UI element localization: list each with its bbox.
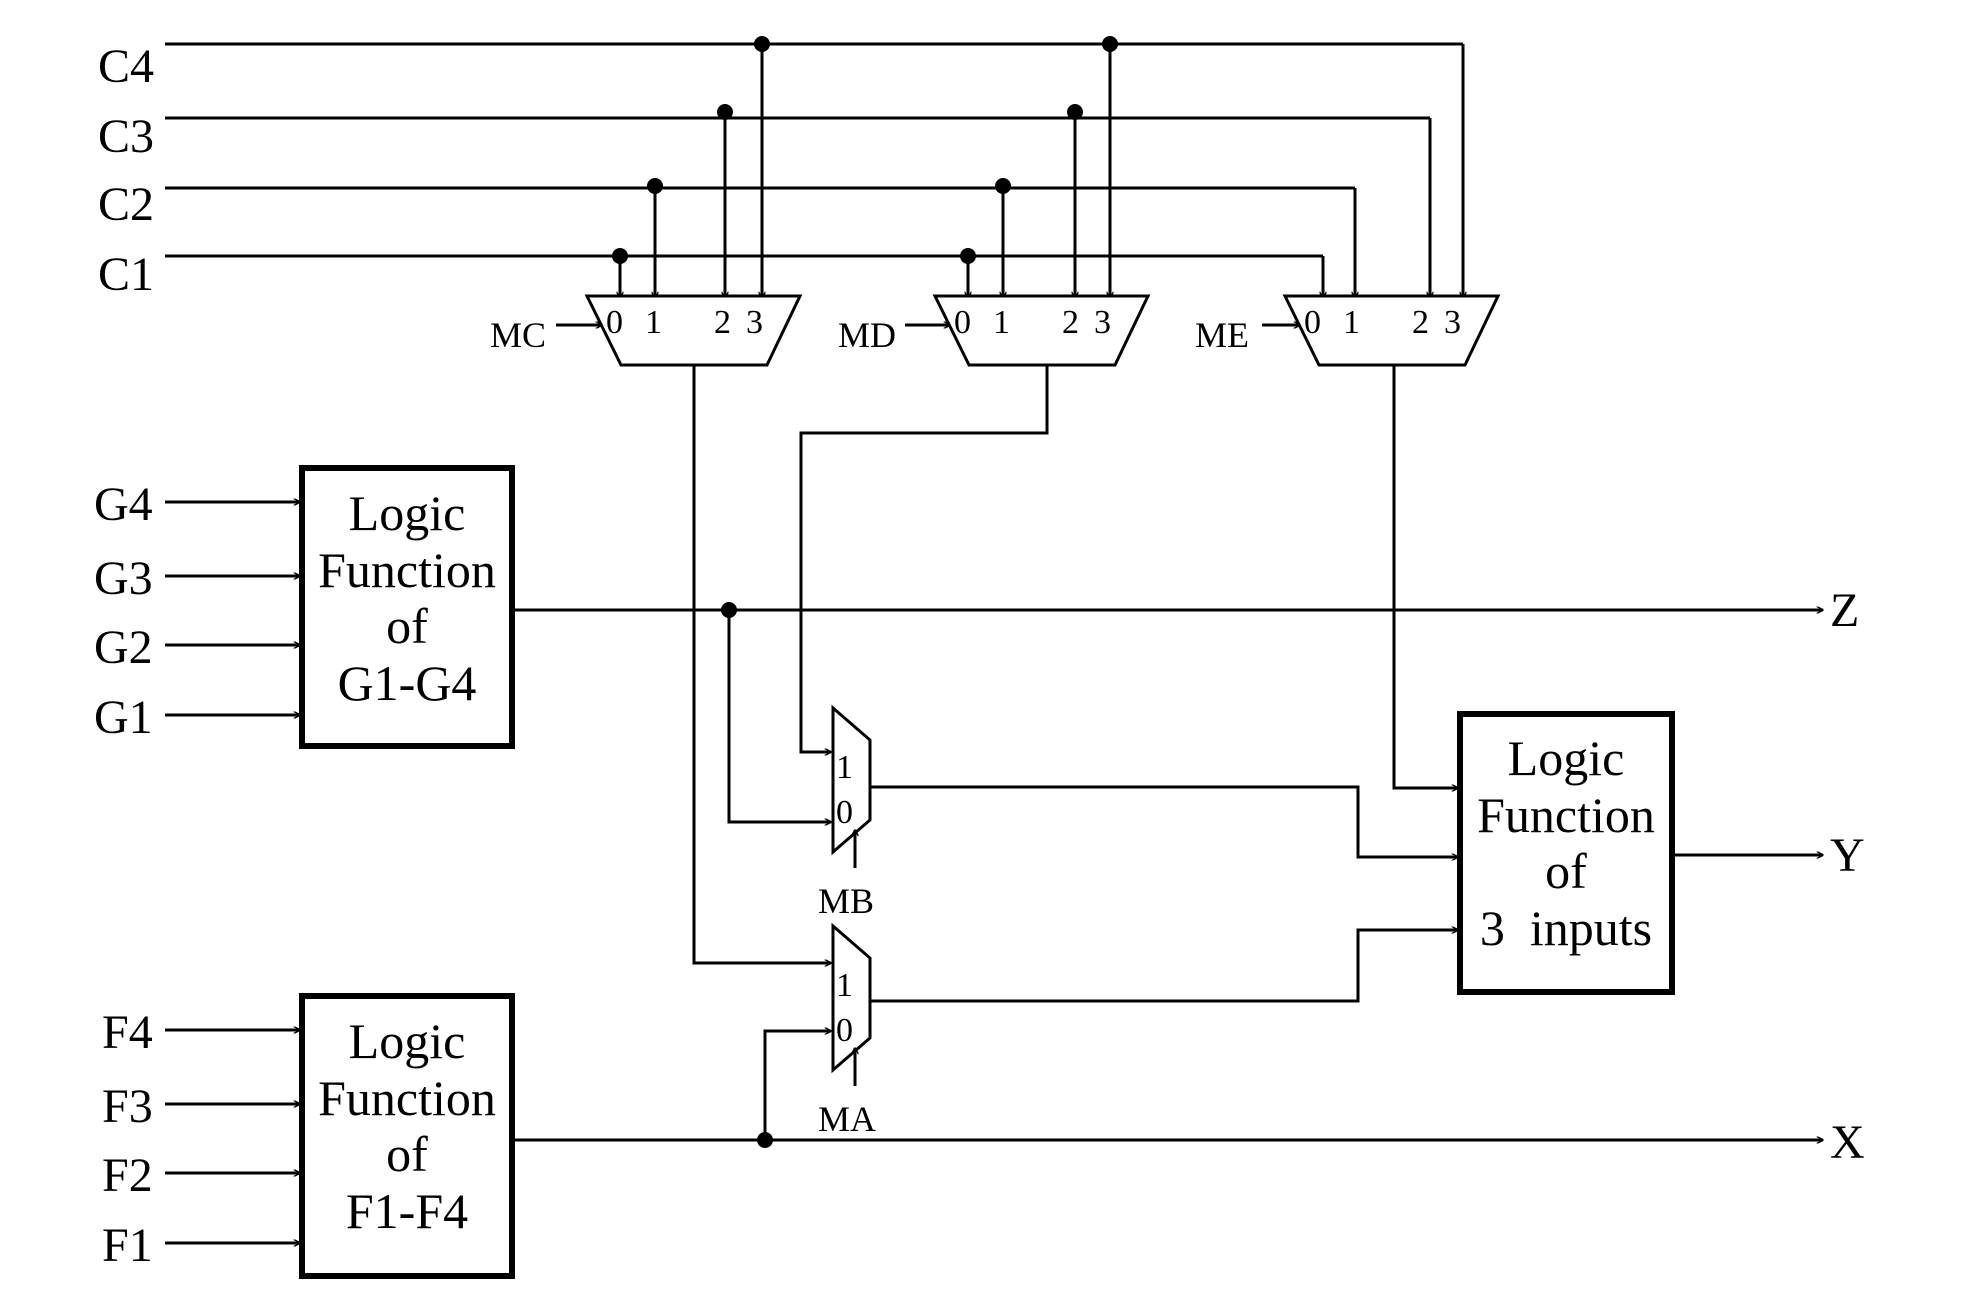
three-input-line3: of <box>1545 843 1587 899</box>
f-logic-box <box>299 993 515 1279</box>
mux-ma-in0: 0 <box>836 1012 853 1049</box>
f4-label: F4 <box>102 1006 153 1059</box>
junction-dot <box>647 178 663 194</box>
mux-me-in1: 1 <box>1343 304 1360 341</box>
mc-to-ma-in1 <box>692 365 831 963</box>
g3-label: G3 <box>94 552 153 605</box>
mux-md: 0 1 2 3 MD <box>838 294 1151 367</box>
c4-label: C4 <box>98 40 154 93</box>
mux-md-body <box>932 294 1151 367</box>
md-to-mb-in1 <box>799 365 1049 752</box>
g4-label: G4 <box>94 478 153 531</box>
junction-dot <box>612 248 628 264</box>
internal-wiring <box>512 365 1823 1148</box>
mux-mc-in1: 1 <box>645 304 662 341</box>
f-to-ma-in0 <box>763 1031 831 1140</box>
junction-dot <box>1067 104 1083 120</box>
junction-dot <box>1102 36 1118 52</box>
x-output-label: X <box>1830 1116 1865 1169</box>
g-logic-line2: Function <box>318 542 496 598</box>
mb-to-three-input <box>870 785 1458 857</box>
ma-to-three-input <box>870 930 1458 1003</box>
f3-label: F3 <box>102 1080 153 1133</box>
mux-me-in0: 0 <box>1304 304 1321 341</box>
me-select-label: ME <box>1195 315 1249 355</box>
md-select-label: MD <box>838 315 896 355</box>
g-logic-line4: G1-G4 <box>338 655 477 711</box>
mux-mb: 1 0 MB <box>818 704 874 921</box>
g-logic-line3: of <box>386 598 428 654</box>
mc-select-label: MC <box>490 315 546 355</box>
mux-me: 0 1 2 3 ME <box>1195 294 1501 367</box>
three-input-line1: Logic <box>1508 730 1625 786</box>
mux-md-in1: 1 <box>993 304 1010 341</box>
c-bus <box>165 36 1463 298</box>
mux-mb-in0: 0 <box>836 794 853 831</box>
junction-dot <box>960 248 976 264</box>
c2-label: C2 <box>98 178 154 231</box>
mux-mb-in1: 1 <box>836 749 853 786</box>
f-logic-line2: Function <box>318 1070 496 1126</box>
three-input-line2: Function <box>1477 787 1655 843</box>
ma-select-label: MA <box>818 1099 876 1139</box>
three-input-line4: 3 inputs <box>1480 900 1652 956</box>
mux-mc-in3: 3 <box>746 304 763 341</box>
mux-mc-body <box>584 294 803 367</box>
junction-dot <box>995 178 1011 194</box>
f2-label: F2 <box>102 1149 153 1202</box>
g-logic-box <box>299 465 515 749</box>
g-to-mb-in0 <box>727 610 831 822</box>
c3-label: C3 <box>98 110 154 163</box>
mux-mc-in0: 0 <box>606 304 623 341</box>
three-input-logic-block: Logic Function of 3 inputs <box>1457 711 1675 995</box>
mux-ma: 1 0 MA <box>818 922 876 1139</box>
mux-mc-in2: 2 <box>714 304 731 341</box>
g-logic-line1: Logic <box>349 485 466 541</box>
mux-me-in2: 2 <box>1412 304 1429 341</box>
y-output-label: Y <box>1830 829 1865 882</box>
mux-me-in3: 3 <box>1444 304 1461 341</box>
c1-label: C1 <box>98 248 154 301</box>
mux-ma-in1: 1 <box>836 967 853 1004</box>
f-logic-line1: Logic <box>349 1013 466 1069</box>
me-to-three-input <box>1392 365 1458 788</box>
mux-me-body <box>1282 294 1501 367</box>
g-logic-block: Logic Function of G1-G4 <box>299 465 515 749</box>
f-logic-line3: of <box>386 1126 428 1182</box>
junction-dot <box>754 36 770 52</box>
g2-label: G2 <box>94 621 153 674</box>
mux-md-in3: 3 <box>1094 304 1111 341</box>
mux-md-in2: 2 <box>1062 304 1079 341</box>
z-output-label: Z <box>1830 584 1859 637</box>
mux-mb-body <box>831 704 872 856</box>
mb-select-label: MB <box>818 881 874 921</box>
f-logic-block: Logic Function of F1-F4 <box>299 993 515 1279</box>
mux-mc: 0 1 2 3 MC <box>490 294 803 367</box>
mux-ma-body <box>831 922 872 1074</box>
junction-dot <box>717 104 733 120</box>
mux-md-in0: 0 <box>954 304 971 341</box>
f-logic-line4: F1-F4 <box>346 1183 468 1239</box>
three-input-logic-box <box>1457 711 1675 995</box>
f1-label: F1 <box>102 1219 153 1272</box>
g1-label: G1 <box>94 691 153 744</box>
